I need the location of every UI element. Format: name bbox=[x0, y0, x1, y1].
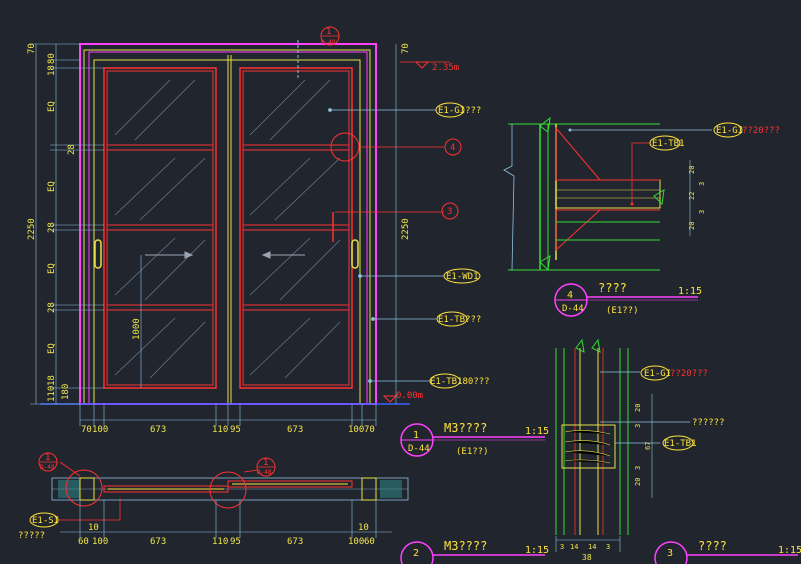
d1-scale: 1:15 bbox=[525, 426, 549, 437]
dim-top-right-70: 70 bbox=[401, 43, 411, 54]
d1-dim-67: 67 bbox=[644, 442, 652, 450]
door-plan: 1 D-48 1 D-48 E1-SI ????? 10 60 100 673 … bbox=[18, 452, 409, 547]
bdim-70b: 70 bbox=[364, 425, 375, 435]
bdim-673a: 673 bbox=[150, 425, 166, 435]
d1-num: 1 bbox=[413, 430, 419, 441]
t2-title: M3???? bbox=[444, 539, 487, 553]
d1-label-gi: E1-GI bbox=[644, 369, 671, 379]
callout-4-num: 4 bbox=[450, 143, 455, 153]
dim-28-1: 28 bbox=[67, 144, 77, 155]
handle-left bbox=[94, 239, 102, 269]
dim-top-18: 18 bbox=[47, 65, 57, 76]
bdim-70: 70 bbox=[81, 425, 92, 435]
detail-4: E1-GI ??20??? E1-TB1 20 3 22 3 20 4 D-44… bbox=[503, 116, 780, 317]
dim-18: 18 bbox=[47, 375, 57, 386]
d4-label-gi-note: ??20??? bbox=[742, 126, 780, 136]
bdim-100b: 100 bbox=[348, 425, 364, 435]
dim-28-2: 28 bbox=[47, 222, 57, 233]
t3-title: ???? bbox=[698, 539, 727, 553]
level-top: 2.35m bbox=[432, 63, 459, 73]
dim-2250-right: 2250 bbox=[401, 218, 411, 240]
dim-eq-2: EQ bbox=[47, 181, 57, 192]
pdim-10a: 10 bbox=[88, 523, 99, 533]
t2-num: 2 bbox=[413, 548, 419, 559]
d1-label-tb: E1-TB1 bbox=[664, 439, 697, 449]
dim-1000: 1000 bbox=[132, 318, 142, 340]
label-tb180: E1-TB180??? bbox=[430, 377, 490, 387]
d4-dim-3b: 3 bbox=[698, 210, 706, 214]
d1-ref: D-44 bbox=[408, 444, 430, 454]
d4-dim-20a: 20 bbox=[688, 166, 696, 174]
d1-dim-3b: 3 bbox=[634, 466, 642, 470]
d4-ref: D-44 bbox=[562, 304, 584, 314]
d1-title: M3???? bbox=[444, 421, 487, 435]
bdim-95: 95 bbox=[230, 425, 241, 435]
pdim-110: 110 bbox=[212, 537, 228, 547]
callout-1-ref: D-48 bbox=[321, 39, 336, 46]
plan-callout-b-ref: D-48 bbox=[257, 469, 272, 476]
plan-callout-a-num: 1 bbox=[45, 453, 50, 463]
pdim-100b: 100 bbox=[348, 537, 364, 547]
d1-dim-38: 38 bbox=[582, 553, 592, 562]
d1-dim-20a: 20 bbox=[634, 404, 642, 412]
d1-dimh-3b: 3 bbox=[606, 543, 610, 551]
dim-2250-left: 2250 bbox=[27, 218, 37, 240]
pdim-673b: 673 bbox=[287, 537, 303, 547]
d1-dimh-14a: 14 bbox=[570, 543, 578, 551]
dim-110: 110 bbox=[47, 386, 57, 402]
t3-scale: 1:15 bbox=[778, 545, 801, 556]
d1-label-note: ?????? bbox=[692, 418, 725, 428]
label-tb-elev: E1-TB??? bbox=[438, 315, 481, 325]
dim-eq-4: EQ bbox=[47, 343, 57, 354]
bottom-titles: 2 M3???? 1:15 3 ???? 1:15 bbox=[400, 539, 801, 564]
dim-eq-1: EQ bbox=[47, 101, 57, 112]
d4-dim-3a: 3 bbox=[698, 182, 706, 186]
dim-top-80: 80 bbox=[47, 53, 57, 64]
plan-label-text: ????? bbox=[18, 531, 45, 541]
label-wd1: E1-WD1 bbox=[446, 272, 479, 282]
pdim-60a: 60 bbox=[78, 537, 89, 547]
plan-callout-a-ref: D-48 bbox=[40, 464, 55, 471]
pdim-95: 95 bbox=[230, 537, 241, 547]
t3-num: 3 bbox=[667, 548, 673, 559]
pdim-100a: 100 bbox=[92, 537, 108, 547]
callout-1-num: 1 bbox=[326, 27, 331, 37]
d1-label-gi-note: ??20??? bbox=[670, 369, 708, 379]
dim-eq-3: EQ bbox=[47, 263, 57, 274]
door-elevation: 1000 1 D-48 4 3 2.35m 0.00m E1-GI??? bbox=[27, 26, 490, 435]
d4-dim-20b: 20 bbox=[688, 222, 696, 230]
handle-right bbox=[351, 239, 359, 269]
d4-label-tb: E1-TB1 bbox=[652, 139, 685, 149]
pdim-673a: 673 bbox=[150, 537, 166, 547]
plan-callout-b-num: 1 bbox=[263, 458, 268, 468]
d4-title: ???? bbox=[598, 281, 627, 295]
d1-dim-3a: 3 bbox=[634, 424, 642, 428]
dim-180: 180 bbox=[61, 384, 71, 400]
bdim-110: 110 bbox=[212, 425, 228, 435]
callout-3-num: 3 bbox=[447, 207, 452, 217]
dim-28-3: 28 bbox=[47, 302, 57, 313]
bdim-100: 100 bbox=[92, 425, 108, 435]
d4-num: 4 bbox=[567, 290, 573, 301]
detail-1: E1-GI ??20??? ?????? E1-TB1 20 3 67 3 20… bbox=[400, 338, 725, 562]
d4-scale: 1:15 bbox=[678, 286, 702, 297]
pdim-60b: 60 bbox=[364, 537, 375, 547]
d1-sub: (E1??) bbox=[456, 447, 489, 457]
d4-dim-22: 22 bbox=[688, 192, 696, 200]
d1-dimh-14b: 14 bbox=[588, 543, 596, 551]
bdim-673b: 673 bbox=[287, 425, 303, 435]
pdim-10b: 10 bbox=[358, 523, 369, 533]
d4-sub: (E1??) bbox=[606, 306, 639, 316]
t2-scale: 1:15 bbox=[525, 545, 549, 556]
label-gi-elev: E1-GI??? bbox=[438, 106, 481, 116]
level-bottom: 0.00m bbox=[396, 391, 423, 401]
d1-dim-20b: 20 bbox=[634, 478, 642, 486]
plan-label-si: E1-SI bbox=[32, 516, 59, 526]
dim-top-70: 70 bbox=[27, 43, 37, 54]
d4-label-gi: E1-GI bbox=[716, 126, 743, 136]
d1-dimh-3a: 3 bbox=[560, 543, 564, 551]
